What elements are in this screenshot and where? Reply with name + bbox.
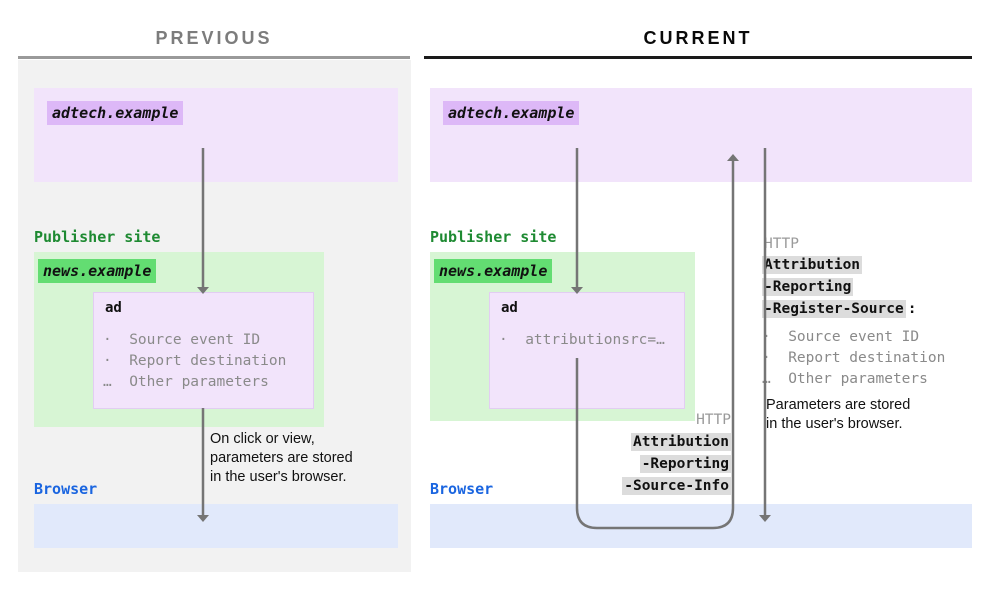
current-source-info-line3-text: -Source-Info: [622, 477, 731, 495]
current-register-source-protocol: HTTP: [764, 236, 799, 252]
previous-ad-box: [93, 292, 314, 409]
current-source-info-line2: -Reporting: [560, 455, 731, 473]
previous-adtech-domain-chip: adtech.example: [47, 101, 184, 125]
current-register-source-colon: :: [907, 301, 917, 317]
current-browser-box: [430, 504, 972, 548]
previous-publisher-domain-chip: news.example: [38, 259, 157, 283]
current-source-info-line1: Attribution: [560, 433, 731, 451]
column-title-previous: PREVIOUS: [155, 28, 273, 48]
previous-browser-label: Browser: [34, 480, 98, 498]
current-register-source-line1: Attribution: [762, 256, 863, 274]
current-register-source-line3-text: -Register-Source: [762, 300, 906, 318]
current-source-info-line2-text: -Reporting: [639, 455, 731, 473]
current-register-source-line2: -Reporting: [762, 278, 854, 296]
current-source-info-protocol: HTTP: [696, 412, 731, 428]
current-source-info-line1-text: Attribution: [630, 433, 731, 451]
current-publisher-domain-chip: news.example: [434, 259, 553, 283]
divider-previous: [18, 56, 410, 59]
current-register-source-line3: -Register-Source:: [762, 300, 918, 318]
current-register-source-note: Parameters are stored in the user's brow…: [766, 397, 911, 432]
previous-ad-params: · Source event ID · Report destination ……: [103, 332, 287, 390]
current-ad-title: ad: [501, 300, 518, 316]
current-register-source-line1-text: Attribution: [762, 256, 863, 274]
current-adtech-domain-chip: adtech.example: [443, 101, 580, 125]
divider-current: [424, 56, 972, 59]
current-register-source-params: · Source event ID · Report destination ……: [762, 329, 946, 387]
current-publisher-label: Publisher site: [430, 228, 557, 246]
current-browser-label: Browser: [430, 480, 494, 498]
previous-browser-box: [34, 504, 398, 548]
column-title-current: CURRENT: [643, 28, 753, 48]
current-register-source-line2-text: -Reporting: [762, 278, 854, 296]
previous-ad-title: ad: [105, 300, 122, 316]
current-ad-params: · attributionsrc=…: [499, 332, 665, 348]
current-source-info-line3: -Source-Info: [560, 477, 731, 495]
previous-note: On click or view, parameters are stored …: [210, 431, 353, 485]
previous-publisher-label: Publisher site: [34, 228, 161, 246]
